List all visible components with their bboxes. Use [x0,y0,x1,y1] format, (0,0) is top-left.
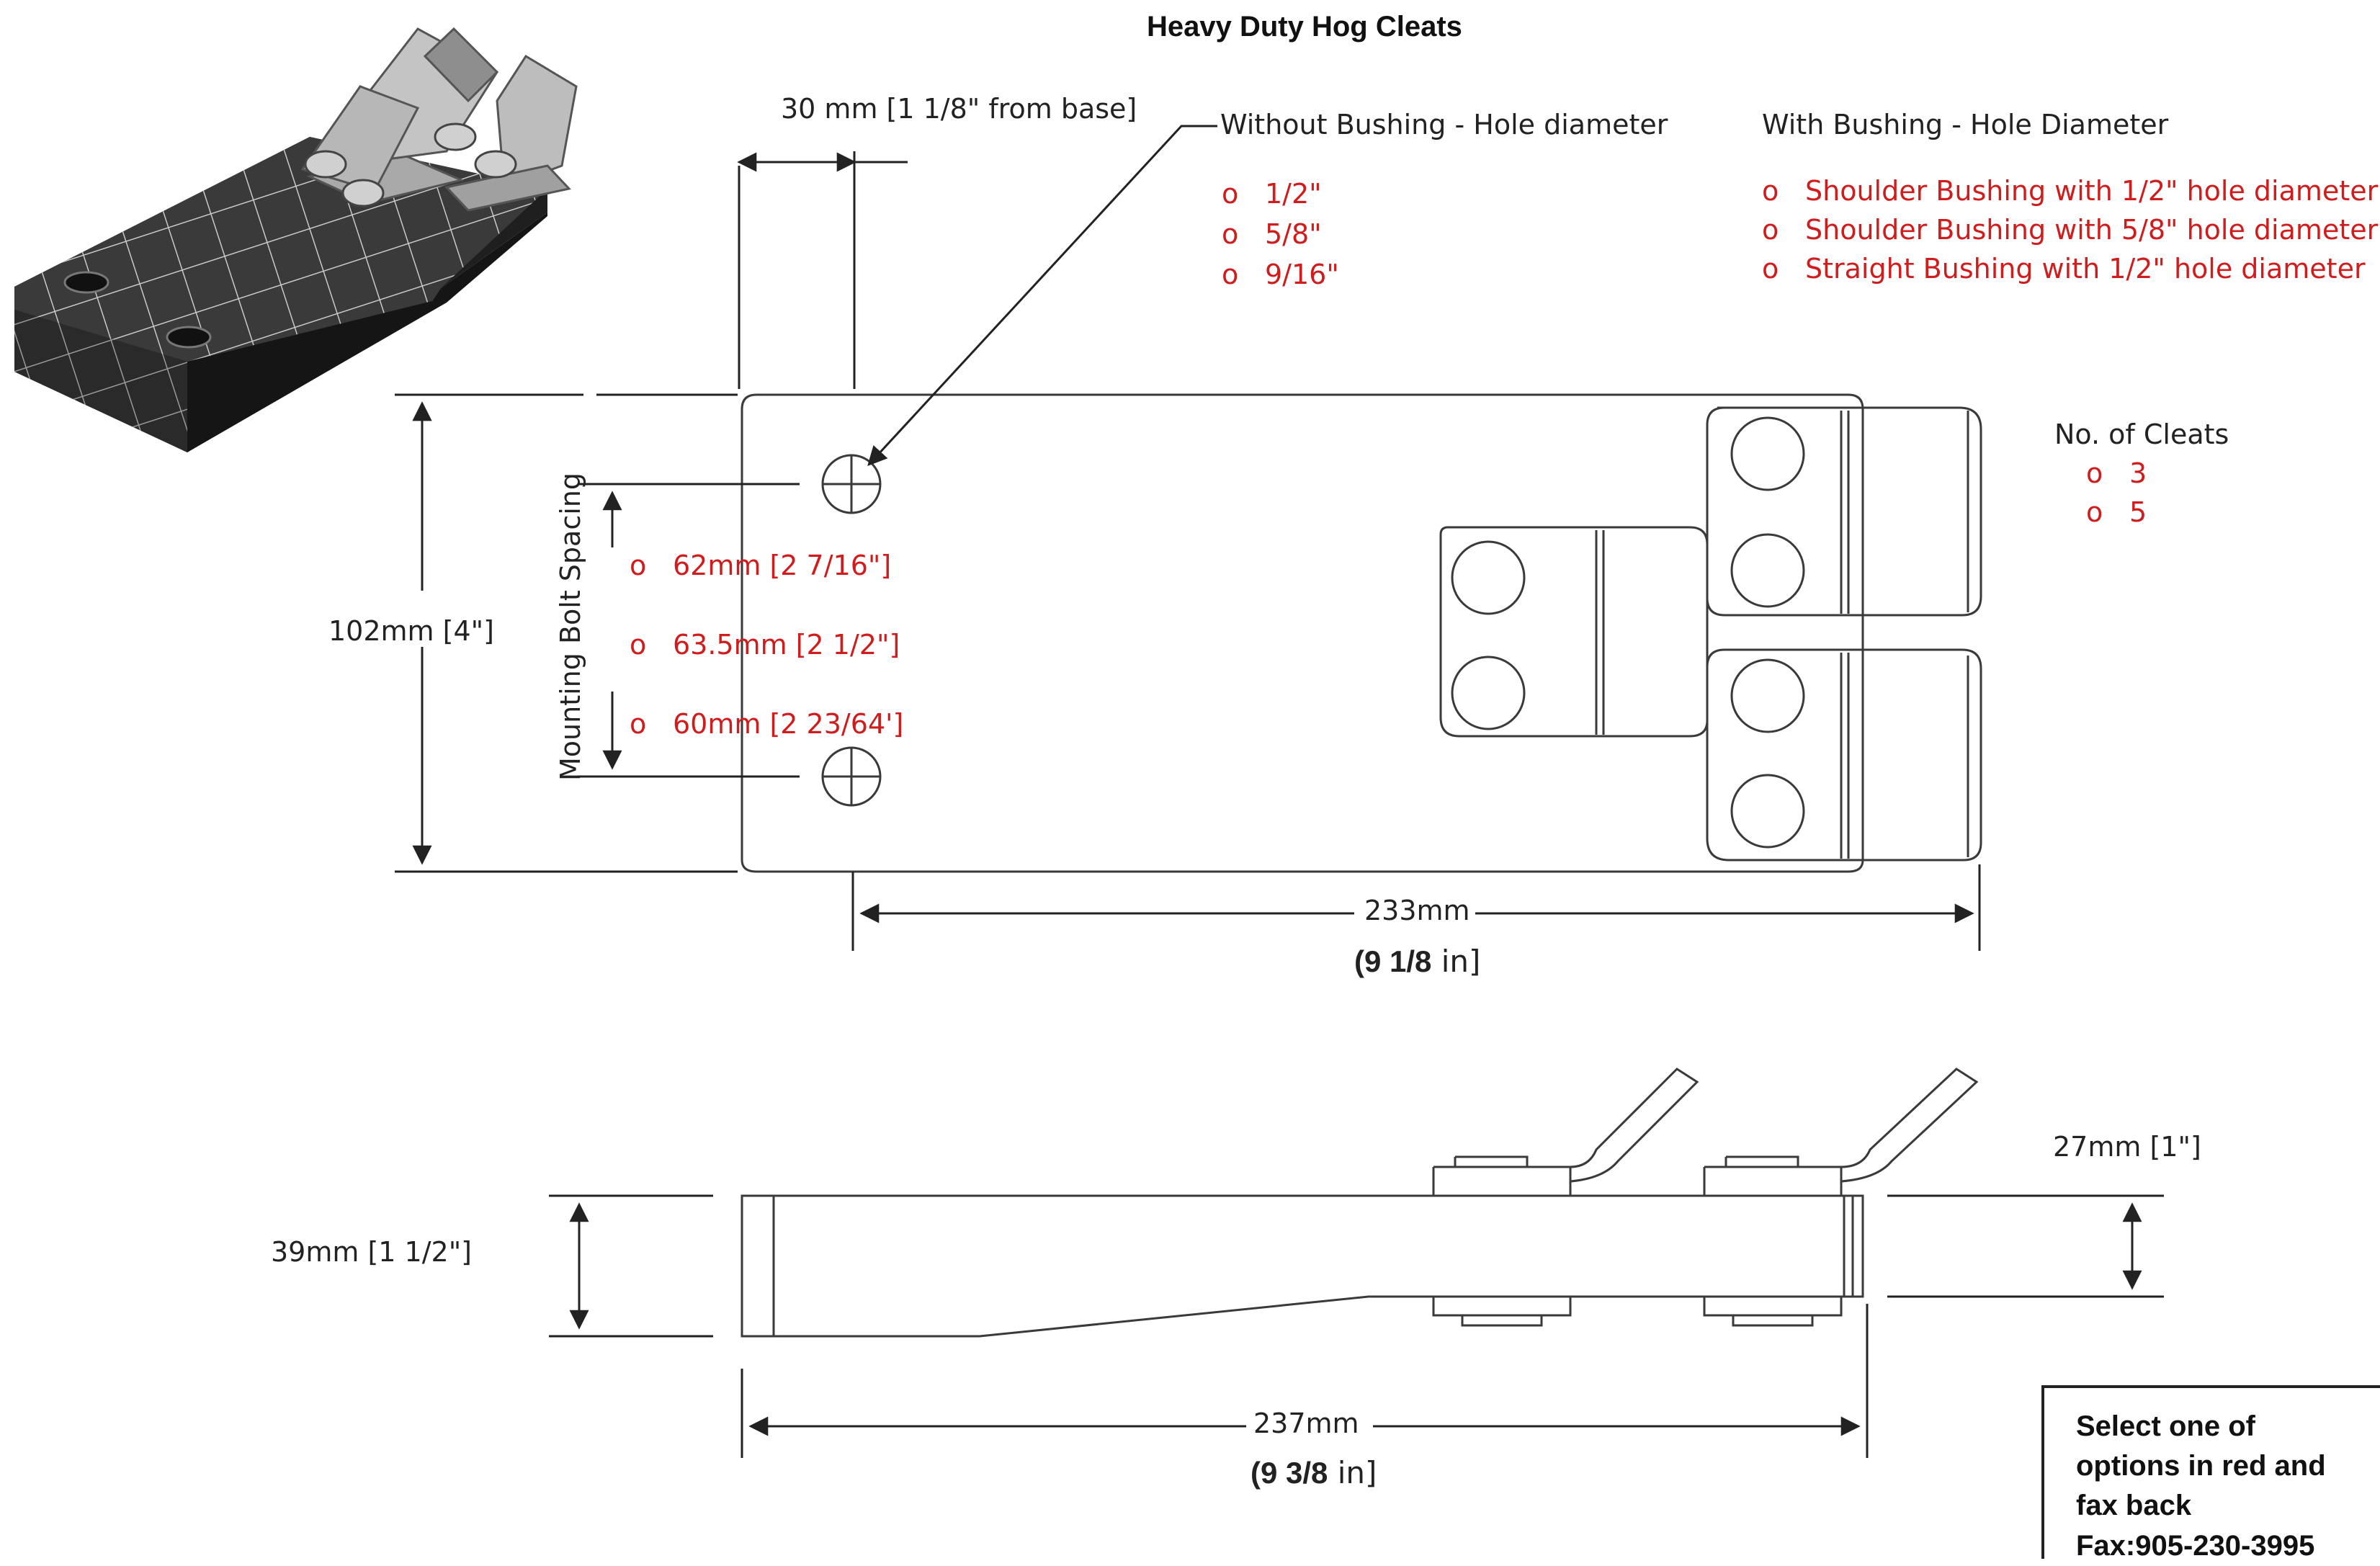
length-side-dimension: 237mm [1249,1408,1364,1439]
option-radio-icon: o [1762,253,1779,285]
option-radio-icon: o [1762,214,1779,246]
note-line: fax back [2076,1490,2192,1522]
without-bushing-heading: Without Bushing - Hole diameter [1220,109,1668,140]
side-view [741,1068,1979,1338]
option-radio-icon: o [630,550,647,581]
side-profile [741,1194,1864,1338]
option-radio-icon: o [2086,496,2103,528]
cleat-thickness-dimension: 27mm [1"] [2049,1131,2206,1163]
option-radio-icon: o [630,629,647,661]
option-radio-icon: o [630,708,647,740]
height-dimension: 102mm [4"] [324,615,498,647]
base-plate-outline [741,393,1864,873]
cleat-right-bottom [1706,648,1982,862]
fax-number: Fax:905-230-3995 [2076,1529,2315,1562]
cleats-heading: No. of Cleats [2054,419,2229,450]
length-top-dimension-inches: (9 1/8 in] [1354,944,1481,979]
fax-instructions-box: Select one of options in red and fax bac… [2041,1385,2380,1562]
with-bushing-heading: With Bushing - Hole Diameter [1762,109,2169,140]
mounting-bolt-spacing-label: Mounting Bolt Spacing [555,473,586,781]
note-line: Select one of [2076,1410,2255,1442]
option-radio-icon: o [1762,175,1779,207]
cleat-right-top [1706,406,1982,617]
top-offset-dimension: 30 mm [1 1/8" from base] [781,93,1137,125]
page-title: Heavy Duty Hog Cleats [1147,11,1462,42]
length-top-dimension: 233mm [1360,895,1475,926]
option-radio-icon: o [1222,218,1239,250]
option-radio-icon: o [1222,178,1239,210]
side-height-dimension: 39mm [1 1/2"] [267,1236,477,1268]
option-radio-icon: o [1222,259,1239,290]
length-side-dimension-inches: (9 3/8 in] [1251,1455,1377,1490]
note-line: options in red and [2076,1450,2326,1482]
cleat-left [1439,526,1709,738]
option-radio-icon: o [2086,457,2103,489]
top-view [741,393,1982,873]
product-render [14,27,578,452]
